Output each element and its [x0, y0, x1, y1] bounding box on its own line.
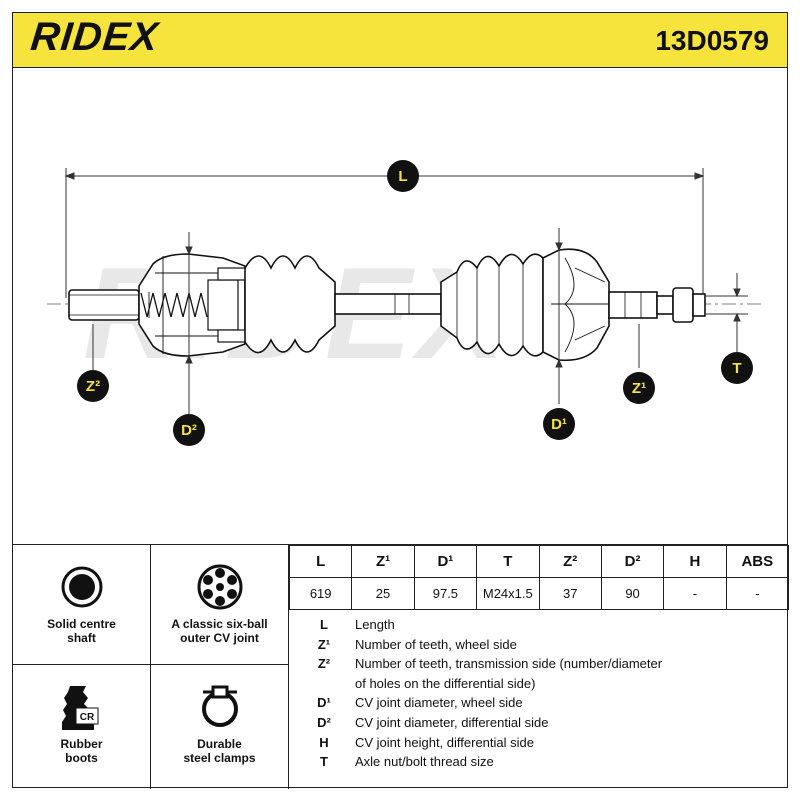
- solid-shaft-icon: [60, 559, 104, 615]
- technical-drawing: RIDEX: [12, 68, 788, 544]
- product-info-panel: Solid centre shaft A classic six-ball ou…: [12, 544, 790, 789]
- spec-value: -: [725, 577, 790, 610]
- feature-label-line1: Durable: [197, 737, 242, 751]
- thread-dimension: [705, 273, 748, 352]
- callout-d1: D¹: [543, 408, 575, 440]
- outer-cv-joint: [542, 248, 610, 362]
- feature-label-line1: Rubber: [60, 737, 103, 751]
- spec-value: -: [663, 577, 727, 610]
- legend-symbol: D²: [317, 715, 331, 730]
- spec-header: H: [663, 545, 727, 578]
- callout-length: L: [387, 160, 419, 192]
- d2-dimension: [185, 232, 193, 414]
- steel-clamp-icon: [195, 679, 245, 735]
- spec-value: 37: [538, 577, 602, 610]
- legend-text: Number of teeth, wheel side: [355, 637, 517, 652]
- spec-header: Z²: [538, 545, 602, 578]
- feature-label-line1: Solid centre: [47, 617, 116, 631]
- legend-item: Z¹ Number of teeth, wheel side: [289, 637, 789, 657]
- feature-label-line2: steel clamps: [183, 751, 256, 765]
- feature-label-line2: shaft: [67, 631, 96, 645]
- legend: L Length Z¹ Number of teeth, wheel side …: [289, 609, 789, 789]
- spec-value: 97.5: [413, 577, 478, 610]
- length-dimension: [64, 168, 705, 298]
- spec-value: 619: [288, 577, 353, 610]
- callout-z1: Z¹: [623, 372, 655, 404]
- legend-item: H CV joint height, differential side: [289, 735, 789, 755]
- inner-boot: [244, 255, 336, 354]
- d1-dimension: [555, 228, 563, 404]
- spec-header: D¹: [413, 545, 478, 578]
- spec-value-row: 619 25 97.5 M24x1.5 37 90 - -: [288, 577, 790, 610]
- legend-symbol: T: [320, 754, 328, 769]
- driveshaft-drawing: RIDEX: [47, 168, 763, 414]
- feature-label-line1: A classic six-ball: [171, 617, 268, 631]
- header-bar: RIDEX 13D0579: [12, 12, 788, 68]
- spec-header: T: [476, 545, 540, 578]
- six-ball-cv-joint-icon: [196, 559, 244, 615]
- feature-solid-shaft: Solid centre shaft: [13, 545, 151, 665]
- spec-header: Z¹: [351, 545, 415, 578]
- part-number: 13D0579: [655, 25, 769, 56]
- legend-symbol: Z¹: [317, 637, 331, 652]
- solid-centre-shaft: [334, 293, 442, 315]
- legend-item: D¹ CV joint diameter, wheel side: [289, 695, 789, 715]
- legend-text: Number of teeth, transmission side (numb…: [355, 656, 663, 671]
- inner-joint-spring: [140, 292, 208, 318]
- callout-z2: Z²: [77, 370, 109, 402]
- spec-value: M24x1.5: [476, 577, 540, 610]
- legend-item: T Axle nut/bolt thread size: [289, 754, 789, 774]
- legend-item: D² CV joint diameter, differential side: [289, 715, 789, 735]
- spec-header: L: [288, 545, 353, 578]
- feature-rubber-boots: CR Rubber boots: [13, 665, 151, 789]
- legend-item: of holes on the differential side): [289, 676, 789, 696]
- inner-stub-shaft: [68, 289, 140, 321]
- feature-label-line2: outer CV joint: [180, 631, 259, 645]
- legend-text: of holes on the differential side): [355, 676, 536, 691]
- spec-value: 90: [600, 577, 665, 610]
- outer-stub-shaft: [608, 287, 706, 323]
- spec-header: ABS: [725, 545, 790, 578]
- legend-text: CV joint height, differential side: [355, 735, 534, 750]
- legend-item: L Length: [289, 617, 789, 637]
- callout-thread: T: [721, 352, 753, 384]
- legend-text: Length: [355, 617, 395, 632]
- legend-symbol: L: [320, 617, 328, 632]
- rubber-boot-badge: CR: [79, 712, 94, 723]
- rubber-boot-icon: CR: [60, 679, 104, 735]
- spec-value: 25: [351, 577, 415, 610]
- legend-symbol: H: [319, 735, 329, 750]
- brand-logo: RIDEX: [28, 15, 161, 59]
- spec-header-row: L Z¹ D¹ T Z² D² H ABS: [288, 545, 790, 578]
- callout-d2: D²: [173, 414, 205, 446]
- legend-item: Z² Number of teeth, transmission side (n…: [289, 656, 789, 676]
- spec-table: L Z¹ D¹ T Z² D² H ABS 619 25 97.5 M24x1.…: [288, 545, 790, 610]
- feature-label-line2: boots: [65, 751, 98, 765]
- feature-steel-clamps: Durable steel clamps: [151, 665, 289, 789]
- spec-header: D²: [600, 545, 665, 578]
- legend-text: Axle nut/bolt thread size: [355, 754, 494, 769]
- legend-symbol: Z²: [317, 656, 331, 671]
- feature-six-ball-cv-joint: A classic six-ball outer CV joint: [151, 545, 289, 665]
- legend-text: CV joint diameter, wheel side: [355, 695, 523, 710]
- legend-text: CV joint diameter, differential side: [355, 715, 549, 730]
- legend-symbol: D¹: [317, 695, 331, 710]
